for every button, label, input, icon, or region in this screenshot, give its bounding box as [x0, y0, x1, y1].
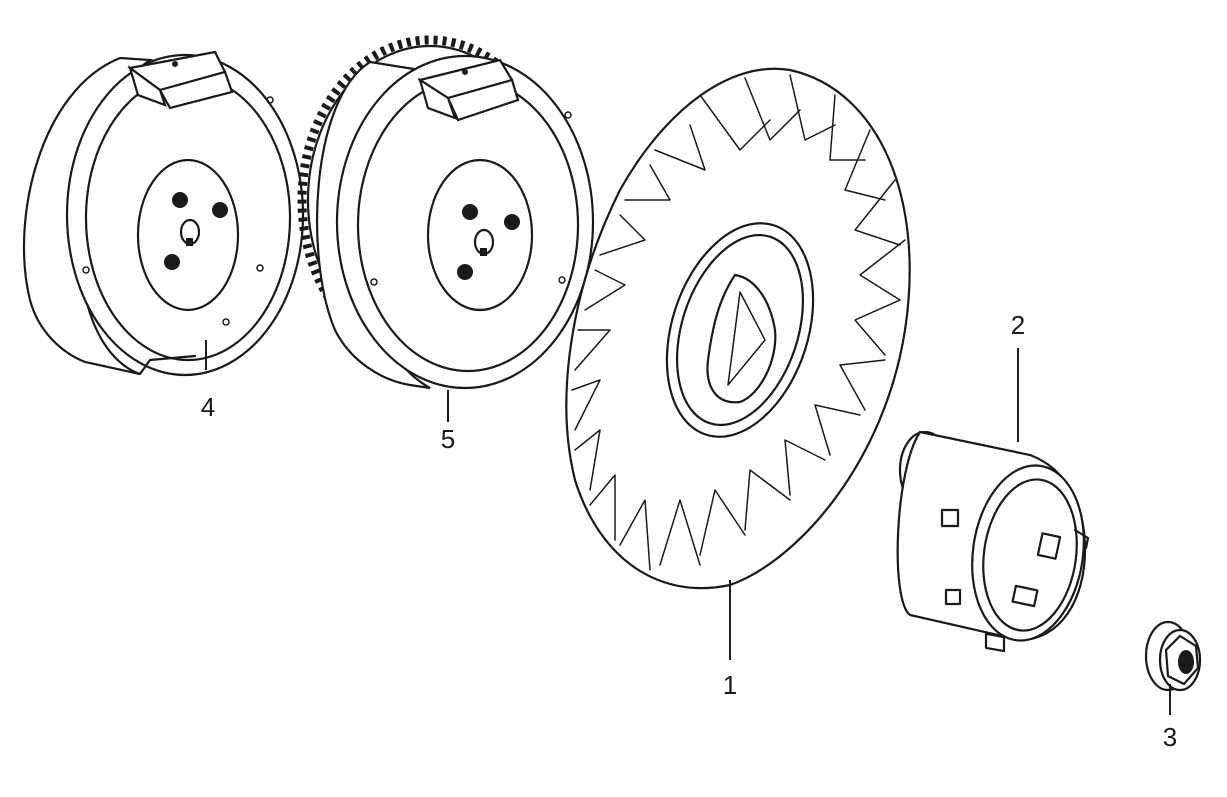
callout-number-2: 2 [1011, 310, 1025, 340]
callout-number-5: 5 [441, 424, 455, 454]
flywheel-ring-gear-part [297, 35, 595, 390]
flywheel-part [22, 50, 305, 377]
cooling-fan-part [565, 67, 911, 590]
callout-number-1: 1 [723, 670, 737, 700]
callout-number-4: 4 [201, 392, 215, 422]
flange-nut-part [1144, 620, 1202, 692]
starter-cup-part [896, 430, 1090, 653]
callout-number-3: 3 [1163, 722, 1177, 752]
